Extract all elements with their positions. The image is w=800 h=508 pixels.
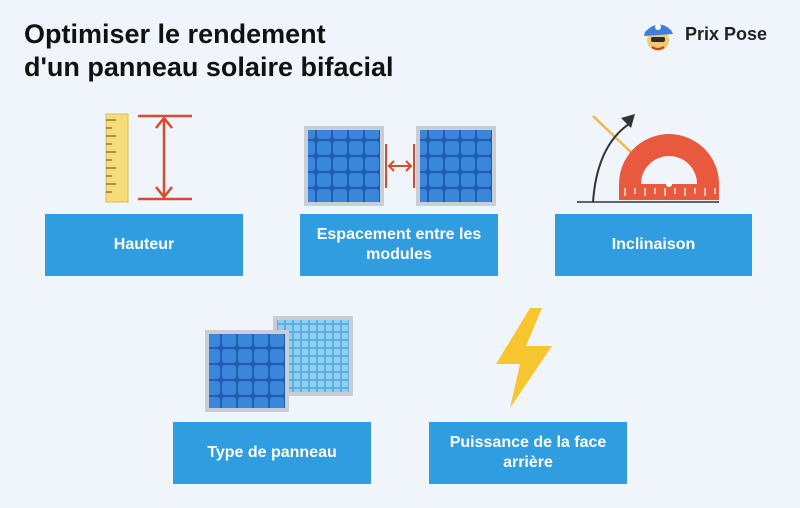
card-inclinaison[interactable]: Inclinaison xyxy=(555,214,752,276)
page-title: Optimiser le rendement d'un panneau sola… xyxy=(24,18,394,84)
title-line-2: d'un panneau solaire bifacial xyxy=(24,52,394,82)
card-puissance-face-arriere[interactable]: Puissance de la face arrière xyxy=(429,422,627,484)
ruler-height-icon xyxy=(105,113,192,203)
card-type-panneau[interactable]: Type de panneau xyxy=(173,422,371,484)
protractor-tilt-icon xyxy=(577,114,719,203)
title-line-1: Optimiser le rendement xyxy=(24,19,326,49)
brand-logo[interactable]: Prix Pose xyxy=(638,16,788,56)
panel-spacing-icon xyxy=(304,126,496,206)
card-hauteur[interactable]: Hauteur xyxy=(45,214,243,276)
panel-types-icon xyxy=(205,316,353,412)
card-espacement[interactable]: Espacement entre les modules xyxy=(300,214,498,276)
brand-name: Prix Pose xyxy=(685,24,768,44)
lightning-icon xyxy=(496,308,552,408)
mascot-logo-icon xyxy=(644,24,673,51)
